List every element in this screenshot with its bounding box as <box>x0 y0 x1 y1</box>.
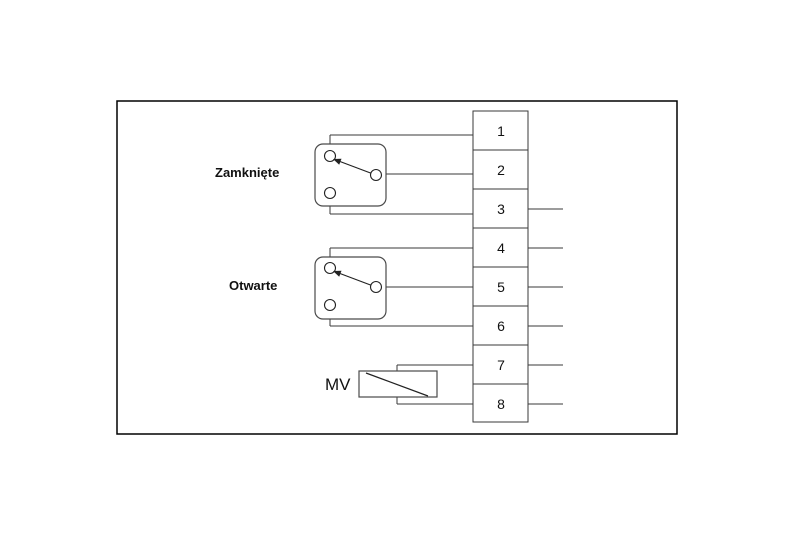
terminal-1-label: 1 <box>497 123 505 139</box>
terminal-2-label: 2 <box>497 162 505 178</box>
switch-open-contact-top <box>323 261 337 275</box>
output-wires <box>528 208 563 405</box>
diagram-frame <box>116 100 678 435</box>
terminal-7-label: 7 <box>497 357 505 373</box>
switch-open-label: Otwarte <box>229 278 277 293</box>
terminal-block: 1 2 3 4 5 6 7 8 <box>472 110 529 423</box>
switch-closed-contact-right <box>369 168 383 182</box>
switch-closed-lever <box>335 159 371 174</box>
switch-open-arrowhead <box>333 270 342 277</box>
switch-closed-label: Zamknięte <box>215 165 279 180</box>
terminal-3-label: 3 <box>497 201 505 217</box>
terminal-4-label: 4 <box>497 240 505 256</box>
terminal-8-label: 8 <box>497 396 505 412</box>
switch-closed: Zamknięte <box>215 134 473 215</box>
switch-open-contact-right <box>369 280 383 294</box>
valve-coil-diagonal <box>365 372 429 397</box>
valve-coil: MV <box>325 364 473 405</box>
switch-open-lever <box>335 271 371 286</box>
switch-open-contact-bottom <box>323 298 337 312</box>
switch-open: Otwarte <box>229 247 473 327</box>
terminal-6-label: 6 <box>497 318 505 334</box>
switch-closed-contact-top <box>323 149 337 163</box>
terminal-2 <box>472 149 529 190</box>
switch-closed-contact-bottom <box>323 186 337 200</box>
terminal-8 <box>472 383 529 423</box>
valve-label: MV <box>325 375 351 394</box>
switch-closed-arrowhead <box>333 158 342 165</box>
terminal-5-label: 5 <box>497 279 505 295</box>
